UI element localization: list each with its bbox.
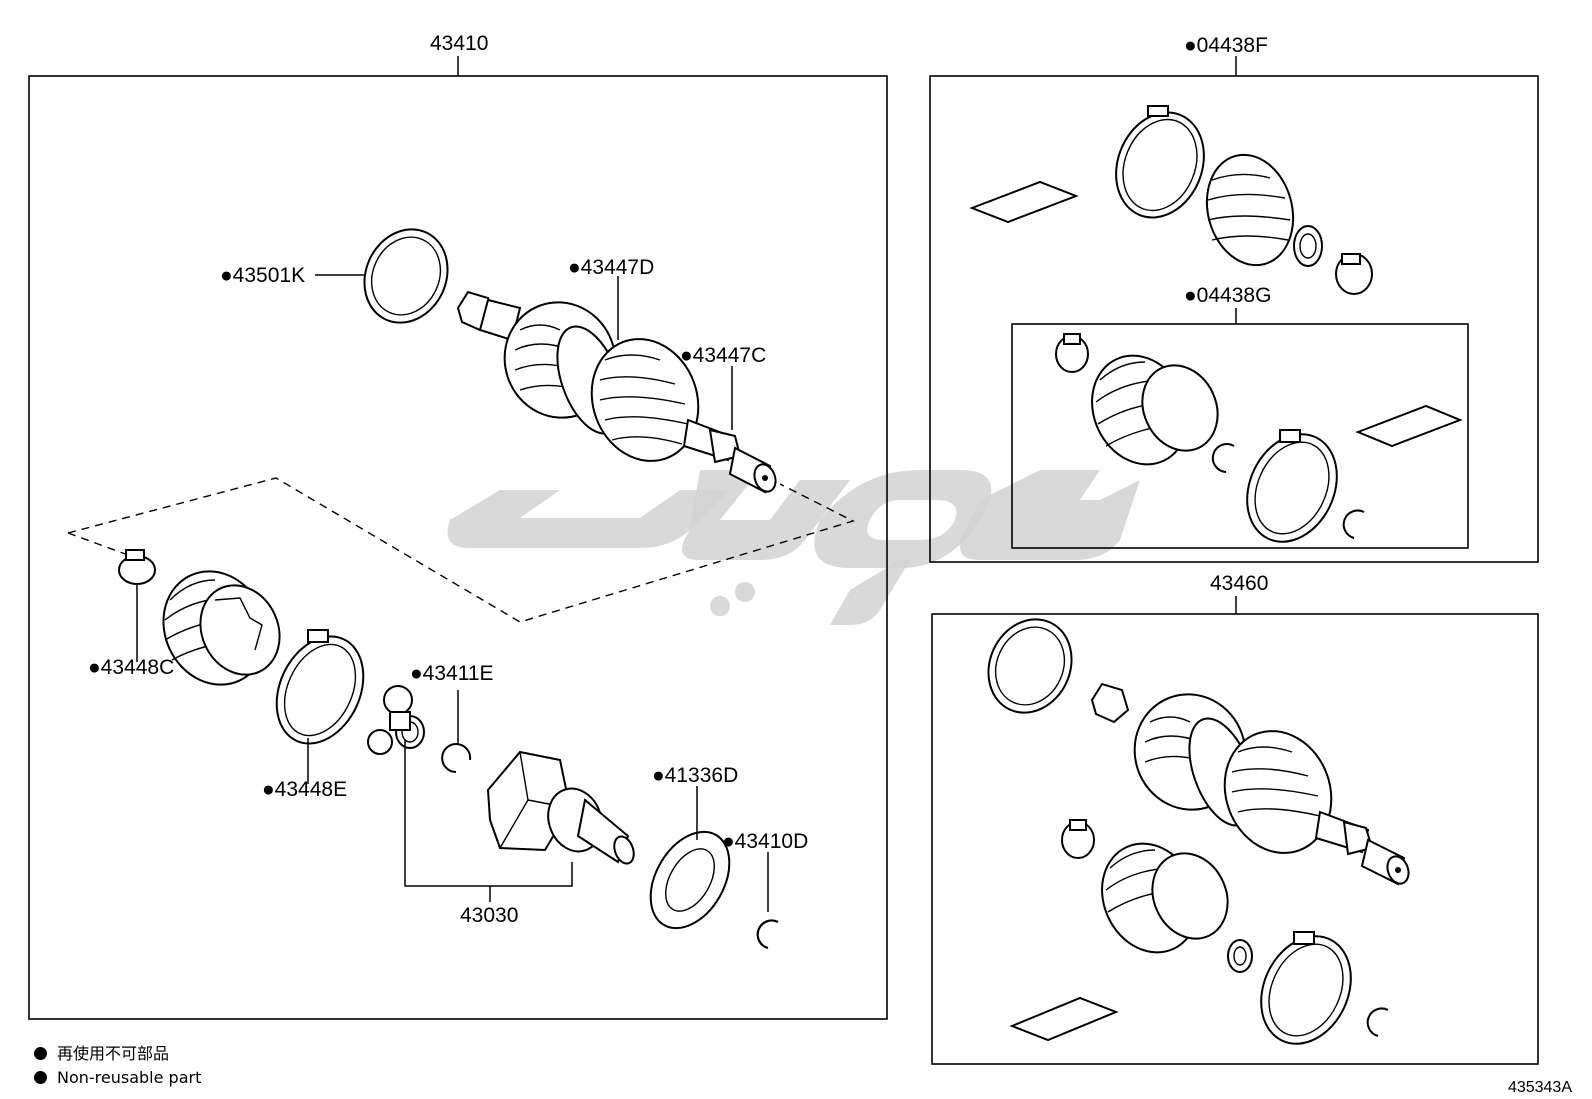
label-43501k: ●43501K bbox=[220, 264, 305, 287]
legend-bullet-icon bbox=[34, 1047, 47, 1060]
label-43448e: ●43448E bbox=[262, 778, 347, 801]
snap-ring-43411e bbox=[441, 743, 472, 773]
label-43448c: ●43448C bbox=[88, 656, 174, 679]
inner-boot-kit bbox=[1091, 354, 1219, 466]
label-41336d: ●41336D bbox=[652, 764, 738, 787]
label-43447c: ●43447C bbox=[680, 344, 766, 367]
lh-assembly-frame bbox=[931, 613, 1539, 1065]
snap-ring-43410d bbox=[756, 919, 779, 950]
seal-ring-43501k bbox=[363, 228, 449, 324]
label-43410d: ●43410D bbox=[722, 830, 808, 853]
reference-number: 435343A bbox=[1507, 1079, 1572, 1096]
inner-boot-lh bbox=[1101, 842, 1229, 954]
label-43411e: ●43411E bbox=[410, 662, 494, 685]
drive-shaft-lh bbox=[1090, 682, 1410, 886]
grease-pack-lh bbox=[1009, 996, 1119, 1042]
grease-pack-inner bbox=[1355, 404, 1463, 448]
legend-row-ja: 再使用不可部品 bbox=[34, 1040, 169, 1064]
snap-ring-lh-inner bbox=[1227, 939, 1253, 973]
boot-clamp-43448c bbox=[118, 549, 156, 585]
tripod-joint bbox=[367, 685, 425, 755]
watermark-logo bbox=[447, 470, 1140, 625]
drive-shaft-assembly bbox=[456, 290, 777, 494]
label-04438f: ●04438F bbox=[1184, 34, 1268, 57]
snap-ring-kit-inner bbox=[1211, 443, 1235, 473]
inner-boot bbox=[162, 570, 281, 686]
boot-band-kit-inner bbox=[1246, 429, 1338, 543]
boot-band-lh bbox=[1260, 931, 1352, 1045]
legend-text-ja: 再使用不可部品 bbox=[57, 1044, 170, 1063]
snap-ring-kit-c bbox=[1342, 509, 1365, 539]
label-43460: 43460 bbox=[1210, 572, 1268, 595]
label-43447d: ●43447D bbox=[568, 256, 654, 279]
boot-band-upper bbox=[1115, 105, 1205, 219]
dust-deflector-41336d bbox=[649, 830, 731, 930]
legend-bullet-icon bbox=[34, 1071, 47, 1084]
legend-text-en: Non-reusable part bbox=[57, 1068, 202, 1087]
grease-pack bbox=[969, 180, 1079, 224]
snap-ring-lh-c bbox=[1366, 1007, 1389, 1037]
seal-ring-lh bbox=[987, 618, 1073, 714]
label-43410: 43410 bbox=[430, 32, 488, 55]
clamp-inner-kit bbox=[1055, 333, 1089, 373]
boot-band-43448e bbox=[275, 629, 365, 745]
label-43030: 43030 bbox=[460, 904, 518, 927]
legend-row-en: Non-reusable part bbox=[34, 1068, 201, 1087]
clamp-lh bbox=[1061, 819, 1095, 859]
boot-kit-inner-frame bbox=[1011, 323, 1469, 549]
boot-kit-outer-frame bbox=[929, 75, 1539, 563]
label-04438g: ●04438G bbox=[1184, 284, 1271, 307]
clamp-upper-small bbox=[1335, 253, 1373, 295]
outer-boot-upper bbox=[1205, 153, 1323, 267]
inboard-joint-housing bbox=[486, 750, 635, 865]
